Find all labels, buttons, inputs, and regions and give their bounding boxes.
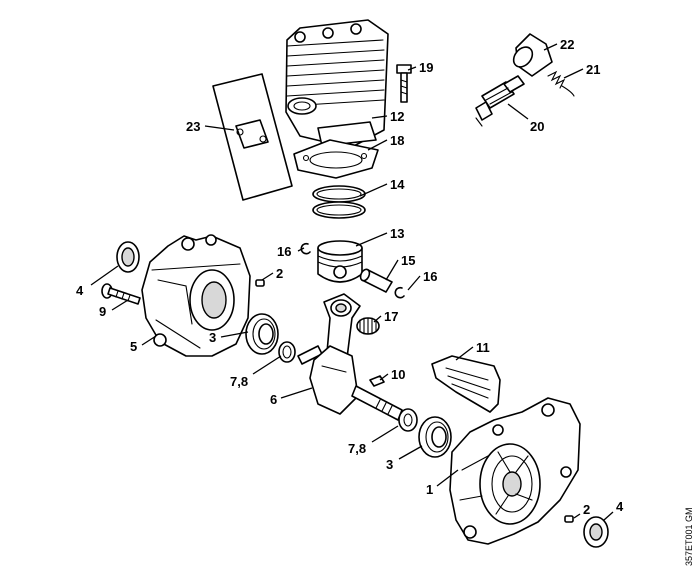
part-78-shim-left xyxy=(278,341,296,363)
part-5-crankcase-left xyxy=(141,234,251,357)
callout-20: 20 xyxy=(530,119,544,134)
part-1-crankcase-right xyxy=(449,397,581,545)
callout-9: 9 xyxy=(99,304,106,319)
part-6-crankshaft xyxy=(297,293,403,421)
part-13-piston xyxy=(317,240,363,283)
callout-11: 11 xyxy=(476,340,490,355)
callout-18: 18 xyxy=(390,133,404,148)
part-9-screw xyxy=(101,283,141,305)
callout-17: 17 xyxy=(384,309,398,324)
part-12-cylinder xyxy=(285,19,389,149)
callout-13: 13 xyxy=(390,226,404,241)
part-23-gasket xyxy=(212,73,293,201)
part-21-spring xyxy=(547,70,575,97)
callout-4-left: 4 xyxy=(76,283,84,298)
part-10-key xyxy=(369,375,385,387)
callout-16-right: 16 xyxy=(423,269,437,284)
callout-1: 1 xyxy=(426,482,433,497)
callout-12: 12 xyxy=(390,109,404,124)
callout-15: 15 xyxy=(401,253,415,268)
callout-3-right: 3 xyxy=(386,457,393,472)
part-78-shim-right xyxy=(398,408,418,432)
callout-3-left: 3 xyxy=(209,330,216,345)
part-3-bearing-right xyxy=(418,416,452,458)
part-15-piston-pin xyxy=(359,268,393,293)
callout-78-left: 7,8 xyxy=(230,374,248,389)
part-4-oil-seal-right xyxy=(583,516,609,548)
callout-19: 19 xyxy=(419,60,433,75)
callout-2-left: 2 xyxy=(276,266,283,281)
callout-6: 6 xyxy=(270,392,277,407)
part-18-base-gasket xyxy=(293,139,379,179)
leader-lines xyxy=(90,43,614,521)
part-17-needle-cage xyxy=(356,317,380,335)
callout-14: 14 xyxy=(390,177,405,192)
callout-22: 22 xyxy=(560,37,574,52)
callout-78-right: 7,8 xyxy=(348,441,366,456)
part-2-dowel-left xyxy=(255,279,265,287)
part-19-screw xyxy=(396,64,412,103)
callout-21: 21 xyxy=(586,62,600,77)
callout-4-right: 4 xyxy=(616,499,624,514)
callout-labels: 23 19 12 18 14 13 16 15 16 17 22 21 20 1… xyxy=(76,37,624,517)
callout-2-right: 2 xyxy=(583,502,590,517)
part-14-piston-rings xyxy=(312,185,366,219)
part-20-spark-plug xyxy=(475,75,525,127)
part-22-plug-boot xyxy=(512,33,553,77)
part-16-circlip-right xyxy=(394,286,405,299)
part-11-baffle xyxy=(431,355,501,413)
callout-10: 10 xyxy=(391,367,405,382)
drawing-code: 357ET001 GM xyxy=(684,507,694,566)
part-4-oil-seal-left xyxy=(116,241,140,273)
part-3-bearing-left xyxy=(245,313,279,355)
part-2-dowel-right xyxy=(564,515,574,523)
callout-23: 23 xyxy=(186,119,200,134)
callout-5: 5 xyxy=(130,339,137,354)
callout-16-left: 16 xyxy=(277,244,291,259)
